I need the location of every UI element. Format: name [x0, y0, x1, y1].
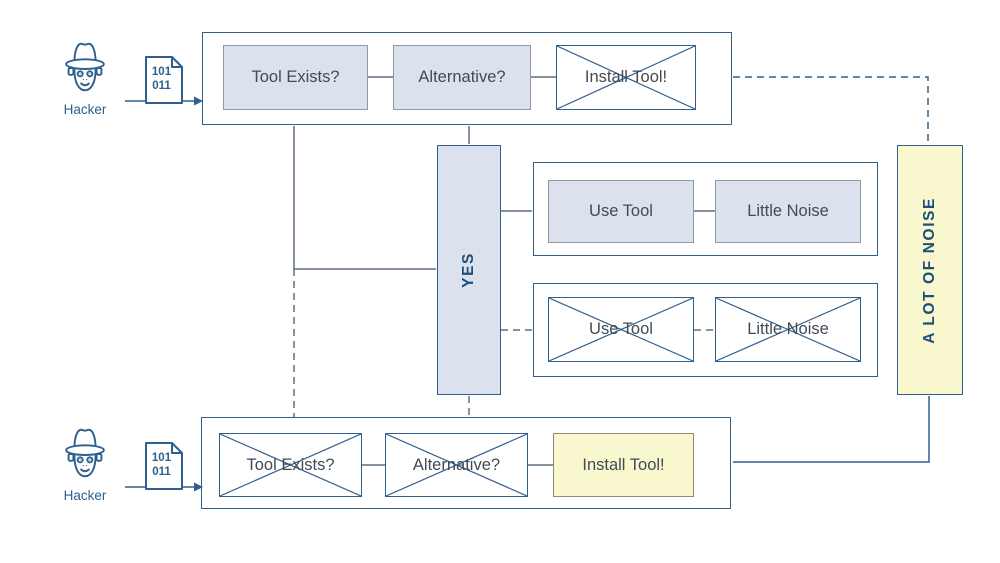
- input-arrows: [125, 100, 195, 488]
- actor-label: Hacker: [63, 488, 107, 503]
- ear-right: [95, 453, 103, 462]
- eye-right: [86, 456, 94, 464]
- hacker-icon: [65, 428, 105, 478]
- eye-left: [76, 70, 84, 78]
- actor-label: Hacker: [63, 102, 107, 117]
- arrowhead-icon: [194, 482, 203, 492]
- arrowheads: [194, 96, 203, 492]
- box-little-noise: Little Noise: [715, 180, 861, 243]
- nose-dot: [82, 465, 84, 467]
- binary-file-bottom: 101 011: [145, 442, 183, 490]
- hat-crown: [73, 42, 97, 65]
- binary-text: 101 011: [151, 452, 172, 478]
- box-tool-exists-bottom: Tool Exists?: [219, 433, 362, 497]
- hat-crown: [73, 428, 97, 451]
- box-install-tool-bottom: Install Tool!: [553, 433, 694, 497]
- box-label: Install Tool!: [584, 68, 668, 86]
- box-label: Install Tool!: [582, 455, 665, 474]
- edge-noise-to-bottom-row: [733, 396, 930, 463]
- actor-hacker-top: Hacker: [50, 39, 120, 117]
- mouth: [80, 468, 90, 473]
- box-label: Alternative?: [418, 68, 506, 86]
- box-label: Little Noise: [747, 202, 829, 220]
- box-label: Use Tool: [589, 202, 653, 220]
- solid-gray-edges: [293, 76, 715, 466]
- dashed-gray-edges: [293, 269, 715, 417]
- folded-corner: [171, 57, 182, 68]
- ear-left: [67, 453, 75, 462]
- folded-corner: [171, 443, 182, 454]
- binary-file-top: 101 011: [145, 56, 183, 104]
- file-icon: [145, 56, 183, 104]
- hat-brim: [65, 58, 105, 70]
- face: [73, 454, 97, 478]
- nose-dot: [86, 79, 88, 81]
- noise-label: A LOT OF NOISE: [921, 196, 938, 344]
- ear-right: [95, 67, 103, 76]
- cross-out-icon: [220, 434, 361, 496]
- edge-installtool-to-noise: [733, 76, 929, 144]
- node-a-lot-of-noise: A LOT OF NOISE: [897, 145, 963, 395]
- hacker-icon: [65, 42, 105, 92]
- nose-dot: [86, 465, 88, 467]
- box-tool-exists-top: Tool Exists?: [223, 45, 368, 110]
- nose-dot: [82, 79, 84, 81]
- cross-out-icon: [716, 298, 860, 361]
- dashed-blue-edges: [733, 76, 929, 144]
- ear-left: [67, 67, 75, 76]
- solid-blue-edges: [733, 396, 930, 463]
- node-yes: YES: [437, 145, 501, 395]
- cross-out-icon: [386, 434, 527, 496]
- hat-brim: [65, 444, 105, 456]
- arrowhead-icon: [194, 96, 203, 106]
- box-install-tool-top: Install Tool!: [556, 45, 696, 110]
- cross-out-icon: [549, 298, 693, 361]
- box-use-tool-crossed: Use Tool: [548, 297, 694, 362]
- yes-label: YES: [460, 252, 477, 288]
- box-alternative-bottom: Alternative?: [385, 433, 528, 497]
- box-alternative-top: Alternative?: [393, 45, 531, 110]
- eye-left: [76, 456, 84, 464]
- cross-out-icon: [557, 46, 695, 109]
- binary-text: 101 011: [151, 66, 172, 92]
- file-icon: [145, 442, 183, 490]
- face: [73, 68, 97, 92]
- box-label: Use Tool: [589, 320, 653, 338]
- box-label: Little Noise: [747, 320, 829, 338]
- actor-hacker-bottom: Hacker: [50, 425, 120, 503]
- box-label: Tool Exists?: [251, 68, 340, 86]
- mouth: [80, 82, 90, 87]
- eye-right: [86, 70, 94, 78]
- box-little-noise-crossed: Little Noise: [715, 297, 861, 362]
- box-label: Alternative?: [412, 455, 501, 474]
- box-label: Tool Exists?: [246, 455, 335, 474]
- box-use-tool: Use Tool: [548, 180, 694, 243]
